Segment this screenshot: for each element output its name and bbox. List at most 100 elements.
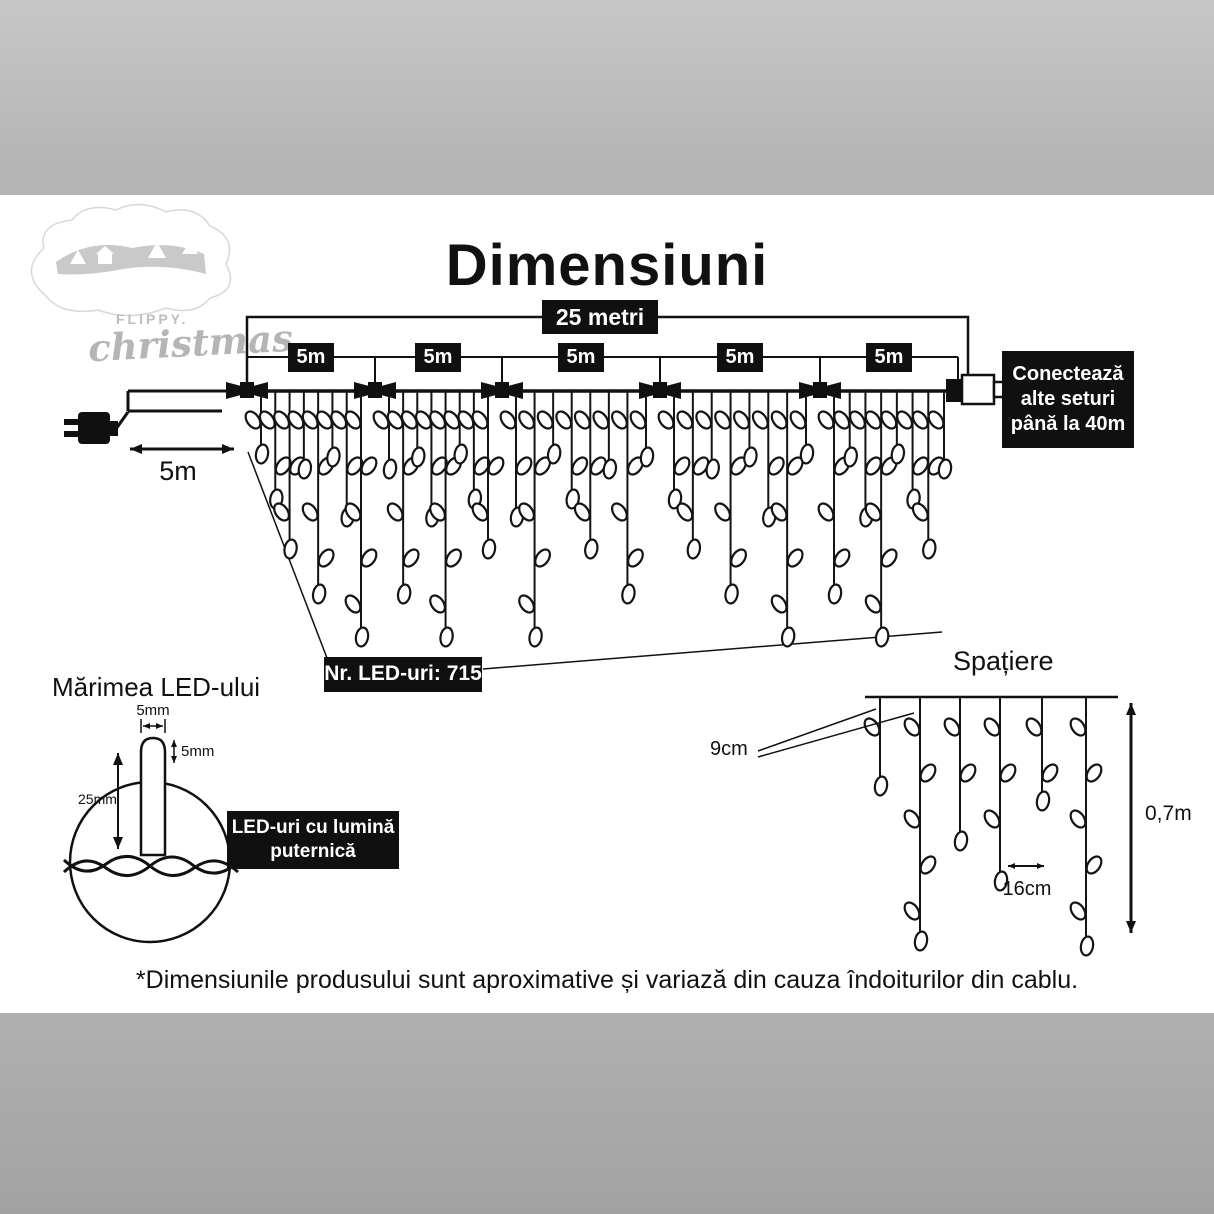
led-bulb [1069,717,1087,737]
section-length-label-1: 5m [288,343,334,372]
led-bulb [528,626,543,648]
led-bulb [354,626,370,648]
led-bulb [843,446,858,468]
led-bulb [983,809,1001,829]
led-bulb [411,446,426,468]
connect-sets-note: Conectează alte seturi până la 40m [1002,351,1134,448]
led-bulb [402,548,420,568]
led-bulb [657,410,675,430]
led-bulb [573,502,591,522]
led-bulb [386,502,404,522]
led-bulb [686,538,702,560]
led-bulb [626,548,644,568]
led-bulb [518,502,536,522]
led-bulb [311,583,327,605]
led-bulb [258,410,276,430]
led-bulb-large-icon [139,736,167,857]
led-bulb [1041,763,1059,783]
page-title: Dimensiuni [445,233,769,298]
led-bulb [864,594,882,614]
led-bulb [937,458,953,480]
led-bulb [439,626,454,648]
led-bulb [317,548,335,568]
lead-length-label: 5m [159,456,197,486]
led-bulb [273,410,291,430]
twisted-wire-icon [62,855,240,877]
led-bulb [770,502,788,522]
led-bulb [695,410,713,430]
led-bulb [344,502,362,522]
section-length-label-2: 5m [415,343,461,372]
led-bulb [848,410,866,430]
led-bulb [890,443,906,465]
led-bulb [453,443,468,465]
led-bulb [360,548,378,568]
section-length-label-4: 5m [717,343,763,372]
led-bulb [457,410,475,430]
led-bulb [326,446,341,468]
led-bulb [705,458,720,480]
led-bulb [730,548,748,568]
led-bulb [864,456,882,476]
section-length-label-5: 5m [866,343,912,372]
led-bulb [1085,855,1103,875]
led-bulb [789,410,807,430]
led-bulb [959,763,977,783]
led-bulb [1069,901,1087,921]
led-bulb [555,410,573,430]
led-bulb [518,594,536,614]
drop-gap-pointer-1 [757,708,877,752]
led-bulb [429,502,447,522]
led-bulb [621,583,636,605]
led-strength-note: LED-uri cu lumină puternică [227,811,399,869]
led-bulb [610,502,628,522]
led-bulb [610,410,628,430]
drop-gap-label: 9cm [710,738,748,760]
led-bulb [827,583,843,605]
led-bulb [592,410,610,430]
led-bulb [911,410,929,430]
led-bulb [673,456,691,476]
led-bulb [833,548,851,568]
led-count-pointer-right [482,631,943,670]
led-bulb [927,410,945,430]
led-bulb [254,443,270,465]
led-bulb [983,717,1001,737]
led-bulb [667,488,683,510]
led-bulb [414,410,432,430]
led-bulb [1079,935,1095,957]
power-plug-icon [64,412,118,444]
led-bulb [880,410,898,430]
section-length-label-3: 5m [558,343,604,372]
spacing-heading: Spațiere [953,646,1054,676]
led-bulb [487,456,505,476]
led-bulb [297,458,313,480]
led-bulb [676,410,694,430]
led-bulb [767,456,785,476]
wire-connectors [226,382,841,399]
led-bulb [499,410,517,430]
led-bulb [1085,763,1103,783]
led-bulb [445,548,463,568]
led-bulb [546,443,562,465]
led-bulb [301,410,319,430]
led-bulb [443,410,461,430]
led-bulb [896,410,914,430]
led-bulb [953,830,969,852]
led-bulb [751,410,769,430]
led-bulb [724,583,739,605]
logo-brand-text: FLIPPY. [116,311,189,327]
extension-plug-icon [946,373,1006,406]
led-bulb [780,626,796,648]
led-bulb [471,410,489,430]
led-bulb [676,502,694,522]
led-bulb [372,410,390,430]
led-bulb [344,410,362,430]
led-bulb [639,446,655,468]
led-bulb [536,410,554,430]
led-bulb [330,410,348,430]
led-bulb [344,594,362,614]
led-bulb [903,901,921,921]
